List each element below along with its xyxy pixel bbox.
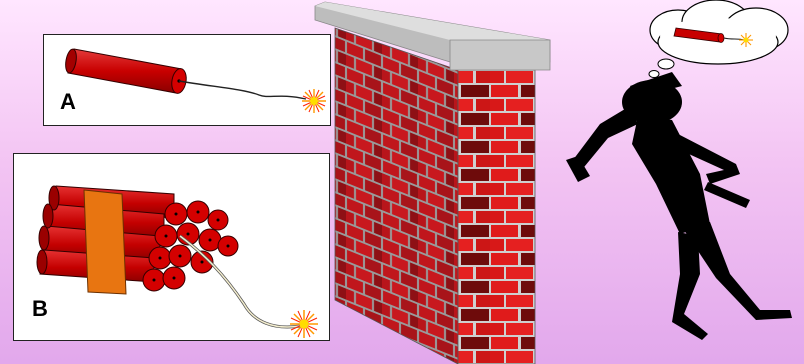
panel-b-bundle: B: [13, 153, 330, 341]
dynamite-stick-icon: [44, 35, 332, 127]
spark-icon: [739, 33, 753, 47]
panel-b-label: B: [32, 296, 48, 322]
thinking-figure-icon: [560, 64, 800, 364]
panel-a-label: A: [60, 89, 76, 115]
dynamite-bundle-icon: [14, 154, 331, 342]
panel-a-single-stick: A: [43, 34, 331, 126]
brick-wall-icon: [310, 0, 560, 364]
